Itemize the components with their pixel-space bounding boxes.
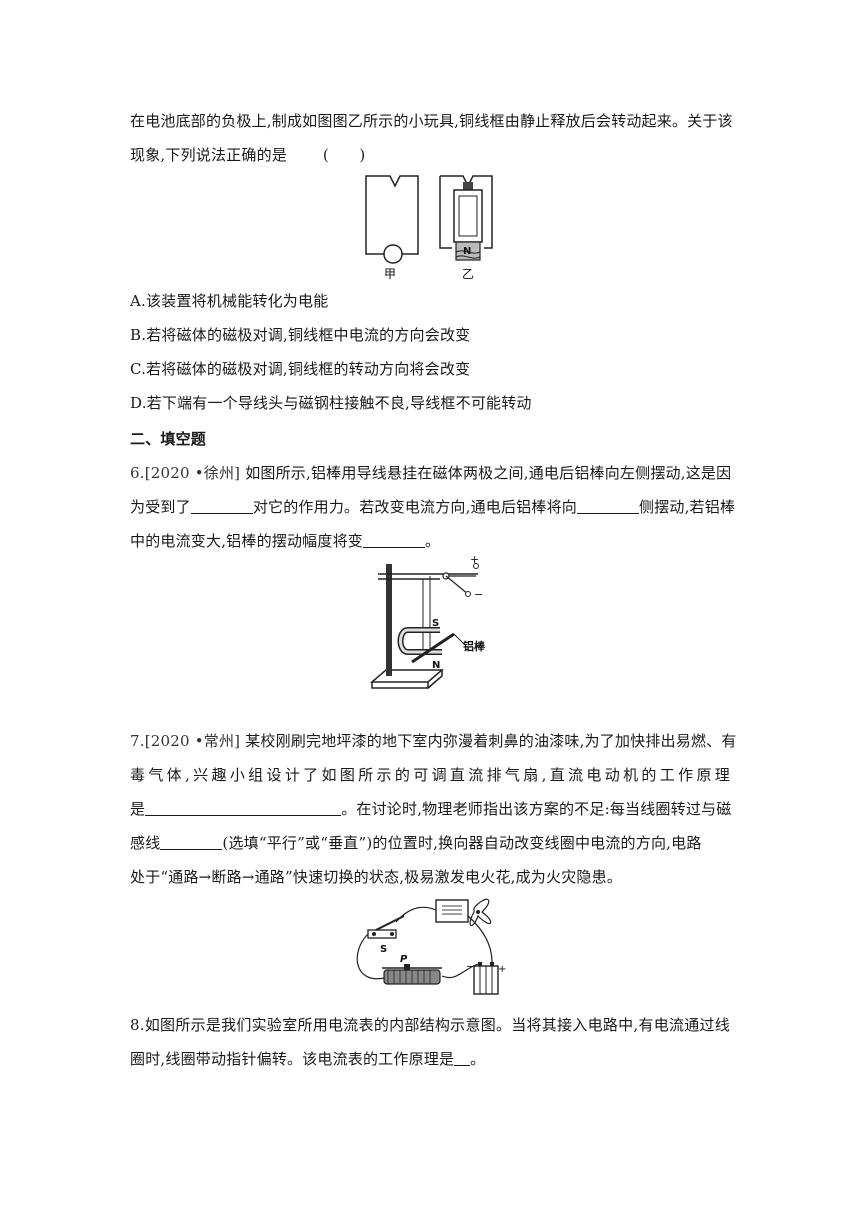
q5-stem-line1: 在电池底部的负极上,制成如图图乙所示的小玩具,铜线框由静止释放后会转动起来。关于…	[130, 112, 733, 130]
q7-line4-b: (选填“平行”或“垂直”)的位置时,换向器自动改变线圈中电流的方向,电路	[222, 834, 702, 852]
section-title-fill-in: 二、填空题	[130, 430, 207, 448]
q6-line3-b: 。	[424, 532, 441, 550]
q7-line3: 是 。在讨论时,物理老师指出该方案的不足:每当线圈转过与磁	[130, 798, 731, 820]
q5-option-a: A.该装置将机械能转化为电能	[130, 292, 329, 310]
q6-line3: 中的电流变大,铝棒的摆动幅度将变 。	[130, 530, 440, 552]
q7-line5: 处于“通路→断路→通路”快速切换的状态,极易激发电火花,成为火灾隐患。	[130, 868, 623, 886]
q5-figure-yi: N	[439, 175, 493, 261]
q5-option-b: B.若将磁体的磁极对调,铜线框中电流的方向会改变	[130, 326, 471, 344]
q7-fig-s: S	[380, 944, 387, 955]
q5-figure-jia	[365, 175, 419, 264]
q7-blank-2[interactable]	[160, 833, 223, 850]
q6-line2-c: 侧摆动,若铝棒	[638, 498, 736, 516]
q6-blank-3[interactable]	[362, 531, 425, 548]
q5-stem-text: 现象,下列说法正确的是	[130, 146, 287, 164]
q8-line2: 圈时,线圈带动指针偏转。该电流表的工作原理是。	[130, 1048, 485, 1070]
q5-fig-label-jia: 甲	[384, 267, 396, 281]
q7-line4: 感线 (选填“平行”或“垂直”)的位置时,换向器自动改变线圈中电流的方向,电路	[130, 832, 702, 854]
q8-line2-b: 。	[470, 1050, 486, 1068]
q6-fig-n: N	[432, 660, 440, 671]
q6-line1-text: 如图所示,铝棒用导线悬挂在磁体两极之间,通电后铝棒向左侧摆动,这是因	[245, 464, 732, 482]
q6-source: 6.[2020 •徐州]	[130, 464, 241, 482]
q5-figure: N 甲 乙	[365, 175, 493, 281]
q7-line3-b: 。在讨论时,物理老师指出该方案的不足:每当线圈转过与磁	[341, 800, 732, 818]
q5-option-c: C.若将磁体的磁极对调,铜线框的转动方向将会改变	[130, 360, 471, 378]
q5-stem-line2: 现象,下列说法正确的是 ( )	[130, 144, 365, 166]
q8-blank-1[interactable]	[454, 1049, 471, 1066]
q7-source: 7.[2020 •常州]	[130, 732, 241, 750]
q6-line2: 为受到了 对它的作用力。若改变电流方向,通电后铝棒将向 侧摆动,若铝棒	[130, 496, 735, 518]
q7-blank-1[interactable]	[145, 799, 342, 816]
q7-line3-a: 是	[130, 800, 146, 818]
q6-fig-plus: +	[470, 553, 479, 566]
q6-line1: 6.[2020 •徐州] 如图所示,铝棒用导线悬挂在磁体两极之间,通电后铝棒向左…	[130, 462, 731, 484]
q6-blank-2[interactable]	[576, 497, 639, 514]
q6-fig-s: S	[432, 618, 439, 629]
q5-fig-label-yi: 乙	[462, 267, 474, 281]
q6-fig-minus: −	[474, 588, 483, 601]
q7-line1-text: 某校刚刷完地坪漆的地下室内弥漫着刺鼻的油漆味,为了加快排出易燃、有	[245, 732, 737, 750]
q7-line1: 7.[2020 •常州] 某校刚刷完地坪漆的地下室内弥漫着刺鼻的油漆味,为了加快…	[130, 730, 737, 752]
q7-fig-minus: −	[466, 960, 475, 973]
q8-line1: 8.如图所示是我们实验室所用电流表的内部结构示意图。当将其接入电路中,有电流通过…	[130, 1016, 730, 1034]
q7-line2: 毒气体,兴趣小组设计了如图所示的可调直流排气扇,直流电动机的工作原理	[130, 766, 730, 784]
q6-blank-1[interactable]	[190, 497, 253, 514]
q5-answer-paren: ( )	[322, 146, 366, 164]
q6-fig-rod-label: 铝棒	[463, 639, 486, 653]
q5-fig-magnet-label: N	[463, 246, 471, 257]
q7-figure: S P − +	[356, 898, 506, 995]
q6-line3-a: 中的电流变大,铝棒的摆动幅度将变	[130, 532, 363, 550]
q5-option-d: D.若下端有一个导线头与磁钢柱接触不良,导线框不可能转动	[130, 394, 532, 412]
q7-fig-plus: +	[498, 964, 506, 975]
q8-line2-a: 圈时,线圈带动指针偏转。该电流表的工作原理是	[130, 1050, 455, 1068]
q6-line2-a: 为受到了	[130, 498, 191, 516]
q7-line4-a: 感线	[130, 834, 161, 852]
q6-figure: + − S N 铝棒	[369, 553, 486, 689]
q6-line2-b: 对它的作用力。若改变电流方向,通电后铝棒将向	[252, 498, 577, 516]
q7-fig-p: P	[400, 954, 408, 965]
